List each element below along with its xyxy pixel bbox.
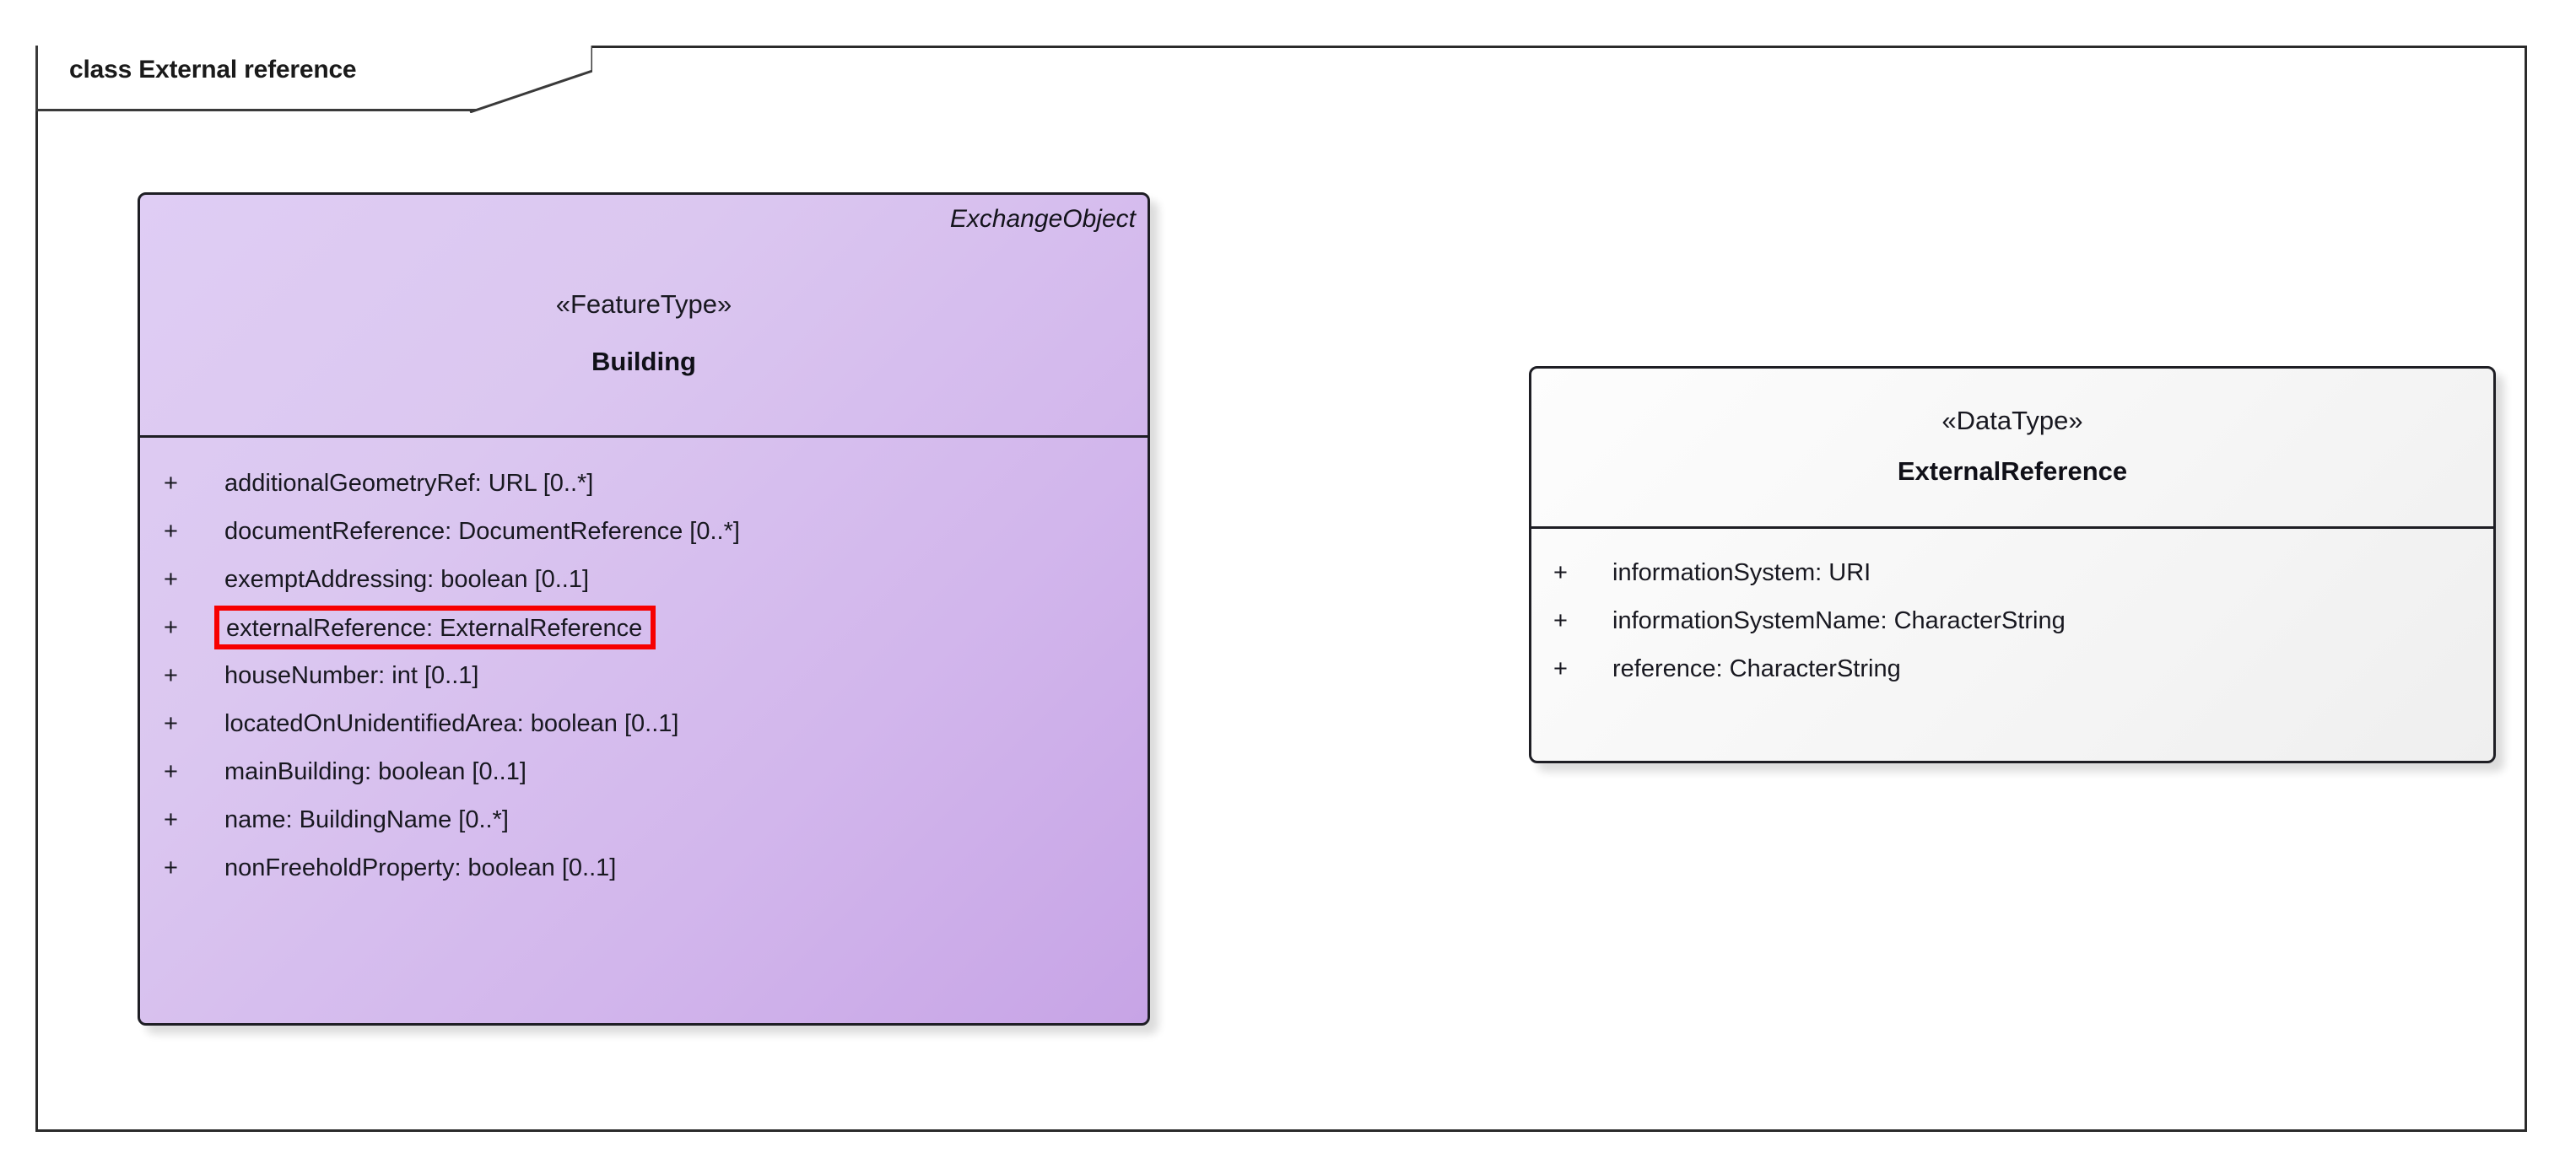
attribute-label: informationSystem: URI xyxy=(1612,559,1871,586)
visibility-marker: + xyxy=(164,470,178,497)
visibility-marker: + xyxy=(164,710,178,737)
visibility-marker: + xyxy=(164,566,178,593)
attribute-row[interactable]: + informationSystemName: CharacterString xyxy=(1531,597,2493,645)
visibility-marker: + xyxy=(164,758,178,785)
stereotype-label-featuretype: «FeatureType» xyxy=(555,289,732,319)
class-box-building[interactable]: ExchangeObject «FeatureType» Building + … xyxy=(138,192,1150,1026)
attribute-label: nonFreeholdProperty: boolean [0..1] xyxy=(224,854,617,881)
class-header-externalreference: «DataType» ExternalReference xyxy=(1531,369,2493,529)
attribute-label: mainBuilding: boolean [0..1] xyxy=(224,758,527,785)
owner-package-label: ExchangeObject xyxy=(949,205,1136,233)
visibility-marker: + xyxy=(164,662,178,689)
visibility-marker: + xyxy=(164,518,178,545)
attribute-label-highlighted: externalReference: ExternalReference xyxy=(214,606,656,649)
attribute-row[interactable]: + documentReference: DocumentReference [… xyxy=(140,508,1148,556)
attribute-row[interactable]: + reference: CharacterString xyxy=(1531,645,2493,693)
attribute-row[interactable]: + additionalGeometryRef: URL [0..*] xyxy=(140,460,1148,508)
attribute-row[interactable]: + informationSystem: URI xyxy=(1531,549,2493,597)
attribute-row[interactable]: + houseNumber: int [0..1] xyxy=(140,652,1148,700)
visibility-marker: + xyxy=(164,854,178,881)
attribute-label: exemptAddressing: boolean [0..1] xyxy=(224,566,590,593)
visibility-marker: + xyxy=(164,614,178,641)
attribute-row[interactable]: + name: BuildingName [0..*] xyxy=(140,796,1148,844)
visibility-marker: + xyxy=(1553,607,1568,634)
attribute-label: reference: CharacterString xyxy=(1612,655,1901,682)
class-attributes-building: + additionalGeometryRef: URL [0..*] + do… xyxy=(140,438,1148,1023)
attribute-row[interactable]: + nonFreeholdProperty: boolean [0..1] xyxy=(140,844,1148,892)
attribute-row[interactable]: + locatedOnUnidentifiedArea: boolean [0.… xyxy=(140,700,1148,748)
class-header-building: ExchangeObject «FeatureType» Building xyxy=(140,195,1148,438)
frame-title: class External reference xyxy=(69,56,357,84)
attribute-row[interactable]: + mainBuilding: boolean [0..1] xyxy=(140,748,1148,796)
class-box-externalreference[interactable]: «DataType» ExternalReference + informati… xyxy=(1529,366,2496,763)
visibility-marker: + xyxy=(164,806,178,833)
stereotype-label-datatype: «DataType» xyxy=(1941,406,2083,435)
attribute-label: name: BuildingName [0..*] xyxy=(224,806,509,833)
class-name-building: Building xyxy=(591,347,696,376)
attribute-label: additionalGeometryRef: URL [0..*] xyxy=(224,470,594,497)
attribute-row-highlighted[interactable]: + externalReference: ExternalReference xyxy=(140,604,1148,652)
class-name-externalreference: ExternalReference xyxy=(1897,456,2128,486)
visibility-marker: + xyxy=(1553,655,1568,682)
visibility-marker: + xyxy=(1553,559,1568,586)
attribute-label: informationSystemName: CharacterString xyxy=(1612,607,2066,634)
attribute-row[interactable]: + exemptAddressing: boolean [0..1] xyxy=(140,556,1148,604)
attribute-label: documentReference: DocumentReference [0.… xyxy=(224,518,740,545)
class-attributes-externalreference: + informationSystem: URI + informationSy… xyxy=(1531,529,2493,761)
attribute-label: locatedOnUnidentifiedArea: boolean [0..1… xyxy=(224,710,679,737)
attribute-label: houseNumber: int [0..1] xyxy=(224,662,479,689)
